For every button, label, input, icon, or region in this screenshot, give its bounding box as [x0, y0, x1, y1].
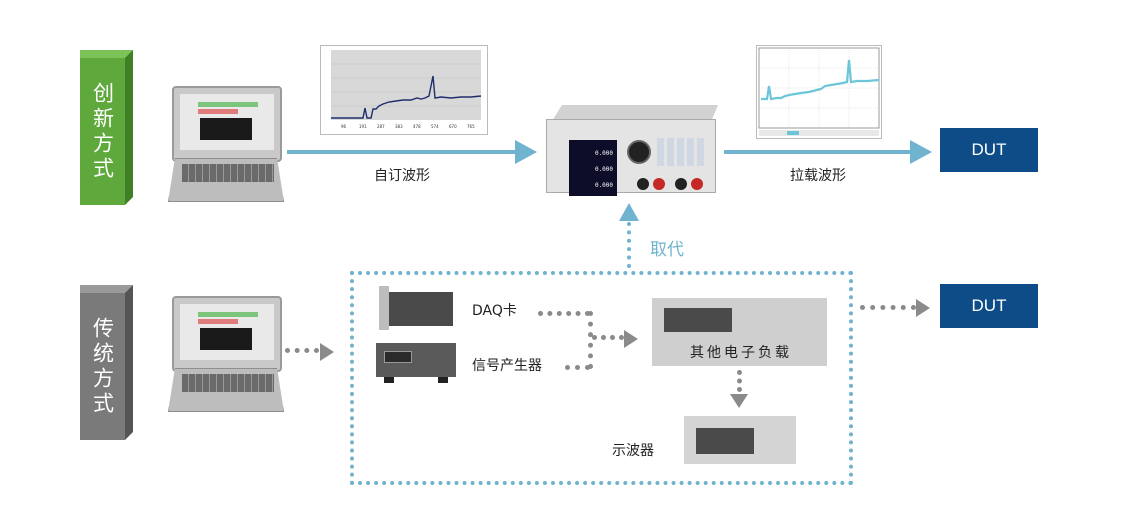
terminal-red-icon — [653, 178, 665, 190]
other-load-label: 其他电子负载 — [690, 345, 792, 361]
signal-generator-label: 信号产生器 — [472, 358, 542, 374]
replace-label: 取代 — [650, 240, 684, 260]
daq-card-label: DAQ卡 — [472, 303, 517, 319]
traditional-setup-box — [350, 271, 853, 485]
svg-text:574: 574 — [431, 124, 439, 129]
instrument-display: 0.000 0.000 0.000 — [569, 140, 617, 196]
svg-text:670: 670 — [449, 124, 457, 129]
load-waveform-graph — [758, 47, 880, 136]
daq-connector — [538, 311, 590, 316]
arrow-box-to-dut — [860, 305, 916, 310]
custom-waveform-label: 自订波形 — [374, 168, 430, 184]
load-to-scope-connector — [737, 370, 742, 392]
terminal-black-2-icon — [675, 178, 687, 190]
knob-icon — [627, 140, 651, 164]
electronic-load-instrument: 0.000 0.000 0.000 — [546, 105, 720, 196]
arrow-head-to-dut — [910, 140, 932, 164]
replace-arrow-head — [619, 203, 639, 221]
siggen-connector — [565, 365, 590, 370]
svg-text:191: 191 — [359, 124, 367, 129]
load-waveform-label: 拉载波形 — [790, 168, 846, 184]
terminal-red-2-icon — [691, 178, 703, 190]
merge-connector — [588, 311, 593, 369]
svg-text:383: 383 — [395, 124, 403, 129]
traditional-mode-block: 传统方式 — [80, 285, 133, 440]
daq-card-icon — [379, 286, 455, 330]
custom-waveform-graph: 96 191 287 383 478 574 670 765 — [331, 50, 482, 129]
dut-top-box: DUT — [940, 128, 1038, 172]
dut-bottom-box: DUT — [940, 284, 1038, 328]
other-load-box: 其他电子负载 — [652, 298, 827, 366]
innovative-mode-block: 创新方式 — [80, 50, 133, 205]
arrow-head-to-box — [320, 343, 334, 361]
arrow-laptop-to-instrument — [287, 150, 517, 154]
load-waveform-chart — [756, 45, 882, 139]
arrow-head-to-scope — [730, 394, 748, 408]
oscilloscope-label: 示波器 — [612, 443, 654, 459]
innovative-mode-label: 创新方式 — [90, 81, 115, 182]
instrument-reading-1: 0.000 — [594, 150, 613, 157]
terminal-black-icon — [637, 178, 649, 190]
instrument-reading-3: 0.000 — [594, 182, 613, 189]
arrow-instrument-to-dut — [724, 150, 912, 154]
laptop-bottom-icon — [168, 296, 284, 414]
oscilloscope-box — [684, 416, 796, 464]
traditional-mode-label: 传统方式 — [90, 316, 115, 417]
arrow-laptop-to-box — [285, 348, 319, 353]
svg-text:478: 478 — [413, 124, 421, 129]
arrow-head-to-load — [624, 330, 638, 348]
signal-generator-icon — [376, 343, 456, 383]
arrow-head-to-dut-bottom — [916, 299, 930, 317]
merge-to-load-connector — [592, 335, 624, 340]
svg-text:96: 96 — [341, 124, 347, 129]
laptop-top-icon — [168, 86, 284, 204]
instrument-reading-2: 0.000 — [594, 166, 613, 173]
custom-waveform-chart: 96 191 287 383 478 574 670 765 — [320, 45, 488, 135]
arrow-head-to-instrument — [515, 140, 537, 164]
svg-text:287: 287 — [377, 124, 385, 129]
svg-text:765: 765 — [467, 124, 475, 129]
replace-arrow — [627, 222, 631, 268]
